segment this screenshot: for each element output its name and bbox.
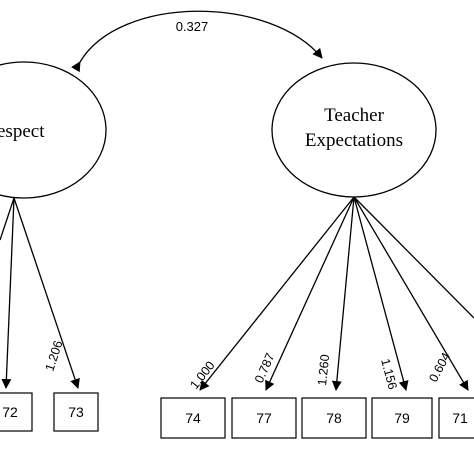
indicator-box-74 (160, 397, 226, 439)
indicator-label-74: 74 (185, 410, 201, 426)
loading-arrow-te-79 (353, 196, 409, 391)
loading-arrow-respect-73 (13, 197, 80, 389)
indicator-box-72 (0, 392, 33, 432)
indicator-box-79 (371, 397, 433, 439)
loading-value-te-79: 1.156 (378, 357, 400, 391)
indicator-box-77 (231, 397, 297, 439)
factor-teacher-expectations-label-line-1: Teacher (324, 105, 385, 126)
indicator-label-73: 73 (68, 404, 84, 420)
loading-arrow-respect-72 (1, 197, 15, 389)
indicator-label-79: 79 (394, 410, 410, 426)
loading-arrow-te-74 (199, 196, 355, 391)
indicator-box-71 (438, 397, 474, 439)
loading-value-respect-73: 1.206 (43, 339, 66, 373)
covariance-value: 0.327 (176, 19, 209, 34)
indicator-box-73 (53, 392, 99, 432)
factor-teacher-expectations-label-line-2: Expectations (305, 130, 403, 151)
loading-value-te-77: 0.787 (252, 351, 278, 385)
loading-arrow-te-78 (331, 196, 355, 391)
covariance-arrow (71, 10, 323, 73)
indicator-box-78 (301, 397, 367, 439)
loading-arrow-respect-offscreen (0, 197, 15, 241)
loading-arrow-te-77 (265, 196, 355, 391)
indicator-label-71: 71 (452, 410, 468, 426)
loading-arrow-te-offscreen (353, 196, 474, 319)
loading-value-te-71: 0.604 (426, 350, 453, 384)
indicator-label-72: 72 (2, 404, 18, 420)
factor-respect-label: espect (0, 121, 45, 142)
loading-value-te-78: 1.260 (315, 354, 332, 387)
loading-arrow-te-71 (353, 196, 469, 391)
factor-respect-ellipse (0, 61, 107, 199)
indicator-label-78: 78 (326, 410, 342, 426)
indicator-label-77: 77 (256, 410, 272, 426)
